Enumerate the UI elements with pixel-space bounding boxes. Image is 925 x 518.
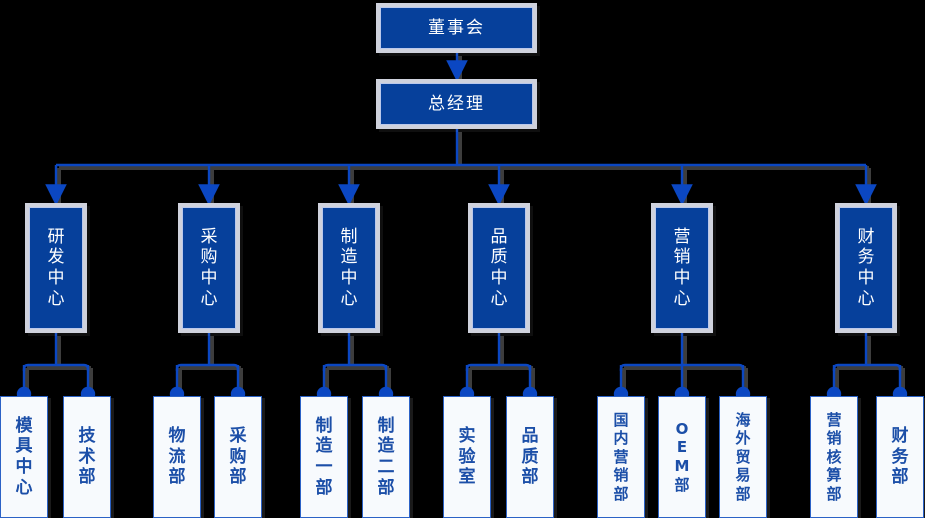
node-general-manager-inner: 总经理 bbox=[380, 83, 533, 125]
node-center-rd[interactable]: 研发中心 bbox=[25, 203, 87, 333]
node-dept-mold-center-label: 模具中心 bbox=[15, 415, 33, 498]
node-dept-technology[interactable]: 技术部 bbox=[63, 396, 111, 518]
node-board-of-directors[interactable]: 董事会 bbox=[376, 3, 537, 53]
node-dept-finance-label: 财务部 bbox=[891, 425, 909, 488]
edge-rd-bracket bbox=[22, 363, 90, 371]
node-dept-domestic-marketing[interactable]: 国内营销部 bbox=[597, 396, 645, 518]
node-dept-laboratory[interactable]: 实验室 bbox=[443, 396, 491, 518]
node-dept-technology-label: 技术部 bbox=[78, 425, 96, 488]
node-dept-overseas-trade-label: 海外贸易部 bbox=[735, 410, 751, 503]
edge-mkt-bracket bbox=[619, 363, 745, 371]
node-center-rd-label: 研发中心 bbox=[47, 226, 65, 309]
node-center-purchasing-inner: 采购中心 bbox=[182, 207, 236, 329]
node-board-of-directors-label: 董事会 bbox=[428, 17, 485, 38]
edge-fin-bracket bbox=[832, 363, 902, 371]
edge-pur-bracket bbox=[175, 363, 240, 371]
node-dept-laboratory-label: 实验室 bbox=[458, 425, 476, 488]
node-dept-marketing-accounting-label: 营销核算部 bbox=[826, 410, 842, 503]
node-center-purchasing-label: 采购中心 bbox=[200, 226, 218, 309]
node-dept-purchasing[interactable]: 采购部 bbox=[214, 396, 262, 518]
node-dept-domestic-marketing-label: 国内营销部 bbox=[613, 410, 629, 503]
node-dept-logistics[interactable]: 物流部 bbox=[153, 396, 201, 518]
node-center-quality[interactable]: 品质中心 bbox=[468, 203, 530, 333]
node-dept-overseas-trade[interactable]: 海外贸易部 bbox=[719, 396, 767, 518]
node-center-purchasing[interactable]: 采购中心 bbox=[178, 203, 240, 333]
node-center-quality-inner: 品质中心 bbox=[472, 207, 526, 329]
edge-qa-bracket bbox=[465, 363, 532, 371]
node-dept-purchasing-label: 采购部 bbox=[229, 425, 247, 488]
node-dept-finance[interactable]: 财务部 bbox=[876, 396, 924, 518]
node-center-finance-label: 财务中心 bbox=[857, 226, 875, 309]
node-center-manufacturing-inner: 制造中心 bbox=[322, 207, 376, 329]
node-center-manufacturing-label: 制造中心 bbox=[340, 226, 358, 309]
node-dept-oem[interactable]: OEM部 bbox=[658, 396, 706, 518]
node-dept-quality-label: 品质部 bbox=[521, 425, 539, 488]
node-dept-manufacturing-2[interactable]: 制造二部 bbox=[362, 396, 410, 518]
node-dept-manufacturing-1-label: 制造一部 bbox=[315, 415, 333, 498]
node-center-finance-inner: 财务中心 bbox=[839, 207, 893, 329]
node-center-finance[interactable]: 财务中心 bbox=[835, 203, 897, 333]
node-general-manager-label: 总经理 bbox=[428, 93, 485, 114]
node-dept-marketing-accounting[interactable]: 营销核算部 bbox=[810, 396, 858, 518]
node-dept-manufacturing-2-label: 制造二部 bbox=[377, 415, 395, 498]
node-center-marketing-inner: 营销中心 bbox=[655, 207, 709, 329]
node-dept-logistics-label: 物流部 bbox=[168, 425, 186, 488]
edge-mfg-bracket bbox=[322, 363, 388, 371]
node-board-of-directors-inner: 董事会 bbox=[380, 7, 533, 49]
node-dept-mold-center[interactable]: 模具中心 bbox=[0, 396, 48, 518]
node-center-manufacturing[interactable]: 制造中心 bbox=[318, 203, 380, 333]
node-dept-quality[interactable]: 品质部 bbox=[506, 396, 554, 518]
node-dept-oem-label: OEM部 bbox=[674, 419, 690, 494]
node-center-rd-inner: 研发中心 bbox=[29, 207, 83, 329]
node-general-manager[interactable]: 总经理 bbox=[376, 79, 537, 129]
node-center-marketing-label: 营销中心 bbox=[673, 226, 691, 309]
node-dept-manufacturing-1[interactable]: 制造一部 bbox=[300, 396, 348, 518]
node-center-quality-label: 品质中心 bbox=[490, 226, 508, 309]
node-center-marketing[interactable]: 营销中心 bbox=[651, 203, 713, 333]
